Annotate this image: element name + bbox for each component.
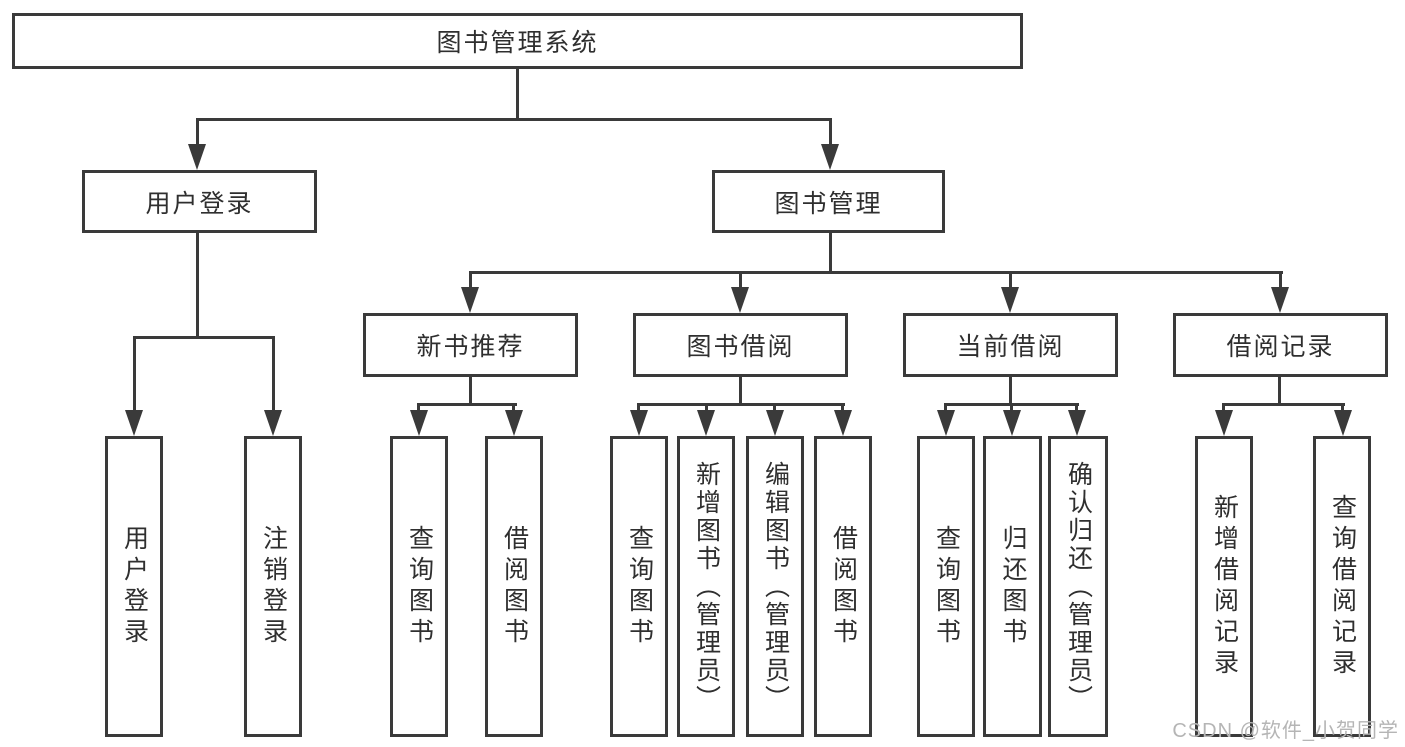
arrowhead-icon — [1271, 287, 1289, 313]
leaf-records-query-record-label: 查询借阅记录 — [1328, 493, 1357, 680]
leaf-records-add-record-label: 新增借阅记录 — [1210, 493, 1239, 680]
leaf-current-return-books: 归还图书 — [983, 436, 1042, 737]
arrowhead-icon — [1215, 410, 1233, 436]
node-borrowing-records-label: 借阅记录 — [1226, 333, 1335, 361]
connector-line — [469, 377, 472, 405]
leaf-borrowing-query-books: 查询图书 — [610, 436, 668, 737]
node-root-label: 图书管理系统 — [436, 29, 599, 57]
connector-line — [1222, 403, 1345, 406]
connector-line — [1010, 405, 1013, 412]
connector-line — [469, 271, 1283, 274]
arrowhead-icon — [697, 410, 715, 436]
leaf-borrowing-add-books: 新增图书（管理员） — [677, 436, 735, 737]
leaf-current-query-books: 查询图书 — [917, 436, 975, 737]
connector-line — [272, 338, 275, 410]
leaf-recommend-query-books-label: 查询图书 — [405, 524, 434, 649]
connector-line — [705, 405, 708, 412]
connector-line — [829, 233, 832, 274]
arrowhead-icon — [1001, 287, 1019, 313]
connector-line — [133, 336, 275, 339]
connector-line — [829, 120, 832, 146]
arrowhead-icon — [505, 410, 523, 436]
node-book-borrowing-label: 图书借阅 — [686, 333, 795, 361]
arrowhead-icon — [630, 410, 648, 436]
connector-line — [417, 403, 517, 406]
connector-line — [739, 273, 742, 289]
arrowhead-icon — [125, 410, 143, 436]
node-book-borrowing: 图书借阅 — [633, 313, 848, 377]
connector-line — [196, 233, 199, 338]
arrowhead-icon — [834, 410, 852, 436]
arrowhead-icon — [1003, 410, 1021, 436]
node-root: 图书管理系统 — [12, 13, 1023, 69]
connector-line — [944, 403, 1079, 406]
leaf-borrowing-query-books-label: 查询图书 — [625, 524, 654, 649]
node-current-borrowing-label: 当前借阅 — [956, 333, 1065, 361]
leaf-borrowing-edit-books: 编辑图书（管理员） — [746, 436, 804, 737]
connector-line — [1009, 377, 1012, 405]
connector-line — [773, 405, 776, 412]
node-book-management-label: 图书管理 — [774, 189, 883, 218]
connector-line — [1279, 273, 1282, 289]
watermark: CSDN @软件_小贺同学 — [1172, 720, 1399, 742]
arrowhead-icon — [937, 410, 955, 436]
leaf-logout: 注销登录 — [244, 436, 302, 737]
leaf-borrowing-add-books-label: 新增图书（管理员） — [692, 460, 721, 713]
connector-line — [944, 405, 947, 412]
leaf-recommend-query-books: 查询图书 — [390, 436, 448, 737]
arrowhead-icon — [821, 144, 839, 170]
connector-line — [841, 405, 844, 412]
arrowhead-icon — [264, 410, 282, 436]
connector-line — [1075, 405, 1078, 412]
arrowhead-icon — [766, 410, 784, 436]
arrowhead-icon — [731, 287, 749, 313]
arrowhead-icon — [188, 144, 206, 170]
connector-line — [637, 403, 845, 406]
node-user-login-label: 用户登录 — [145, 189, 254, 218]
connector-line — [1222, 405, 1225, 412]
connector-line — [1009, 273, 1012, 289]
node-current-borrowing: 当前借阅 — [903, 313, 1118, 377]
leaf-records-query-record: 查询借阅记录 — [1313, 436, 1371, 737]
arrowhead-icon — [410, 410, 428, 436]
leaf-current-return-books-label: 归还图书 — [999, 524, 1027, 649]
connector-line — [196, 120, 199, 146]
leaf-user-login-label: 用户登录 — [120, 524, 149, 649]
connector-line — [133, 338, 136, 410]
arrowhead-icon — [1334, 410, 1352, 436]
leaf-borrowing-borrow-books: 借阅图书 — [814, 436, 872, 737]
leaf-borrowing-edit-books-label: 编辑图书（管理员） — [761, 460, 790, 713]
connector-line — [516, 69, 519, 120]
leaf-user-login: 用户登录 — [105, 436, 163, 737]
connector-line — [1341, 405, 1344, 412]
node-borrowing-records: 借阅记录 — [1173, 313, 1388, 377]
leaf-current-confirm-return-label: 确认归还（管理员） — [1064, 460, 1093, 713]
connector-line — [739, 377, 742, 405]
arrowhead-icon — [1068, 410, 1086, 436]
connector-line — [512, 405, 515, 412]
node-new-book-recommend-label: 新书推荐 — [416, 333, 525, 361]
leaf-recommend-borrow-books: 借阅图书 — [485, 436, 543, 737]
node-new-book-recommend: 新书推荐 — [363, 313, 578, 377]
leaf-recommend-borrow-books-label: 借阅图书 — [500, 524, 529, 649]
connector-line — [417, 405, 420, 412]
connector-line — [637, 405, 640, 412]
leaf-logout-label: 注销登录 — [259, 524, 288, 649]
node-book-management: 图书管理 — [712, 170, 945, 233]
leaf-current-confirm-return: 确认归还（管理员） — [1048, 436, 1108, 737]
arrowhead-icon — [461, 287, 479, 313]
leaf-records-add-record: 新增借阅记录 — [1195, 436, 1253, 737]
connector-line — [469, 273, 472, 289]
connector-line — [1278, 377, 1281, 405]
leaf-borrowing-borrow-books-label: 借阅图书 — [829, 524, 858, 649]
leaf-current-query-books-label: 查询图书 — [932, 524, 961, 649]
connector-line — [196, 118, 832, 121]
node-user-login: 用户登录 — [82, 170, 317, 233]
